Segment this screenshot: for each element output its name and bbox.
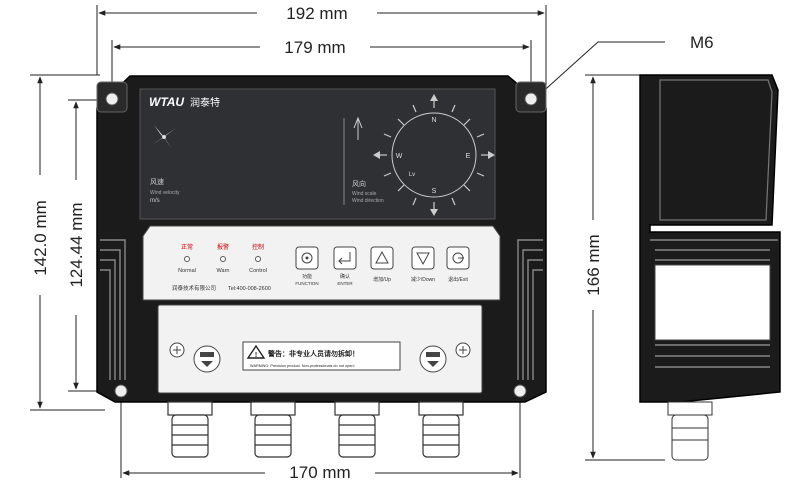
down-button[interactable]: 减少/Down xyxy=(411,246,435,283)
dim-total-width: 192 mm xyxy=(286,4,347,23)
exit-button[interactable]: 退出/Exit xyxy=(446,246,470,283)
latch-right xyxy=(419,345,447,373)
compass-w: W xyxy=(396,153,403,160)
svg-text:退出/Exit: 退出/Exit xyxy=(448,276,468,283)
wind-speed-en: Wind velocity xyxy=(150,190,180,196)
svg-text:报警: 报警 xyxy=(217,243,229,251)
indicator-control: 控制 Control xyxy=(249,243,267,274)
dim-inner-width: 179 mm xyxy=(284,38,345,57)
compass-dial: N E S W Lv xyxy=(373,94,495,216)
side-fins-left xyxy=(100,239,126,380)
dim-inner-height: 124.44 mm xyxy=(67,202,86,287)
svg-text:FUNCTION: FUNCTION xyxy=(295,281,318,286)
brand-cn: 润泰特 xyxy=(190,96,220,109)
svg-text:增加/Up: 增加/Up xyxy=(373,276,391,283)
side-cable-gland xyxy=(667,401,713,416)
wind-vane-icon xyxy=(353,116,363,140)
indicator-normal: 正常 Normal xyxy=(178,243,196,274)
function-button[interactable]: 功能 FUNCTION xyxy=(295,246,319,286)
compass-e: E xyxy=(466,153,471,160)
svg-text:!: ! xyxy=(255,352,257,359)
cover-screw-left xyxy=(169,342,185,358)
svg-text:减少/Down: 减少/Down xyxy=(411,276,435,283)
brand-logo: WTAU xyxy=(149,95,184,109)
fan-icon xyxy=(152,125,176,149)
warning-label xyxy=(242,341,401,371)
dim-depth: 166 mm xyxy=(584,234,603,295)
cable-glands xyxy=(167,401,464,458)
dim-mount-screw: M6 xyxy=(690,33,714,52)
company-tel: Tel:400-008-2600 xyxy=(228,286,271,292)
wind-dir-en1: Wind scale xyxy=(352,191,377,197)
wind-speed-unit: m/s xyxy=(150,198,160,204)
side-view xyxy=(639,74,781,461)
wind-dir-cn: 风向 xyxy=(352,179,366,188)
wind-dir-en2: Wind direction xyxy=(352,198,384,204)
enter-button[interactable]: 确认 ENTER xyxy=(333,246,357,286)
company-name: 润泰技术有限公司 xyxy=(172,284,216,292)
warning-triangle-icon xyxy=(246,344,266,359)
warning-cn: 警告：非专业人员请勿拆卸！ xyxy=(268,349,359,358)
warning-en: WARNING: Precision product. Non-professi… xyxy=(250,364,355,368)
side-housing xyxy=(639,74,781,403)
up-button[interactable]: 增加/Up xyxy=(370,246,394,283)
mount-hole-tl xyxy=(105,92,119,106)
svg-text:Control: Control xyxy=(249,268,267,274)
compass-s: S xyxy=(432,188,437,195)
mount-hole-br xyxy=(513,384,527,398)
svg-text:确认: 确认 xyxy=(340,273,350,280)
indicator-warn: 报警 Warn xyxy=(217,243,230,274)
front-view: WTAU 润泰特 风速 Wind velocity m/s 风向 Wind sc… xyxy=(96,75,547,458)
dim-total-height: 142.0 mm xyxy=(31,200,50,276)
side-fins-right xyxy=(517,239,543,380)
svg-text:正常: 正常 xyxy=(181,243,193,251)
compass-lv: Lv xyxy=(409,172,415,178)
mount-hole-bl xyxy=(114,384,128,398)
wind-speed-cn: 风速 xyxy=(150,178,164,186)
latch-left xyxy=(193,345,221,373)
svg-text:功能: 功能 xyxy=(302,273,312,280)
compass-n: N xyxy=(431,117,436,124)
svg-text:控制: 控制 xyxy=(252,243,264,251)
svg-text:ENTER: ENTER xyxy=(337,281,353,286)
dim-base-width: 170 mm xyxy=(289,463,350,482)
svg-text:Warn: Warn xyxy=(217,268,230,274)
mount-hole-tr xyxy=(524,92,538,106)
svg-text:Normal: Normal xyxy=(178,268,196,274)
control-panel xyxy=(142,225,501,301)
cover-screw-right xyxy=(455,342,471,358)
